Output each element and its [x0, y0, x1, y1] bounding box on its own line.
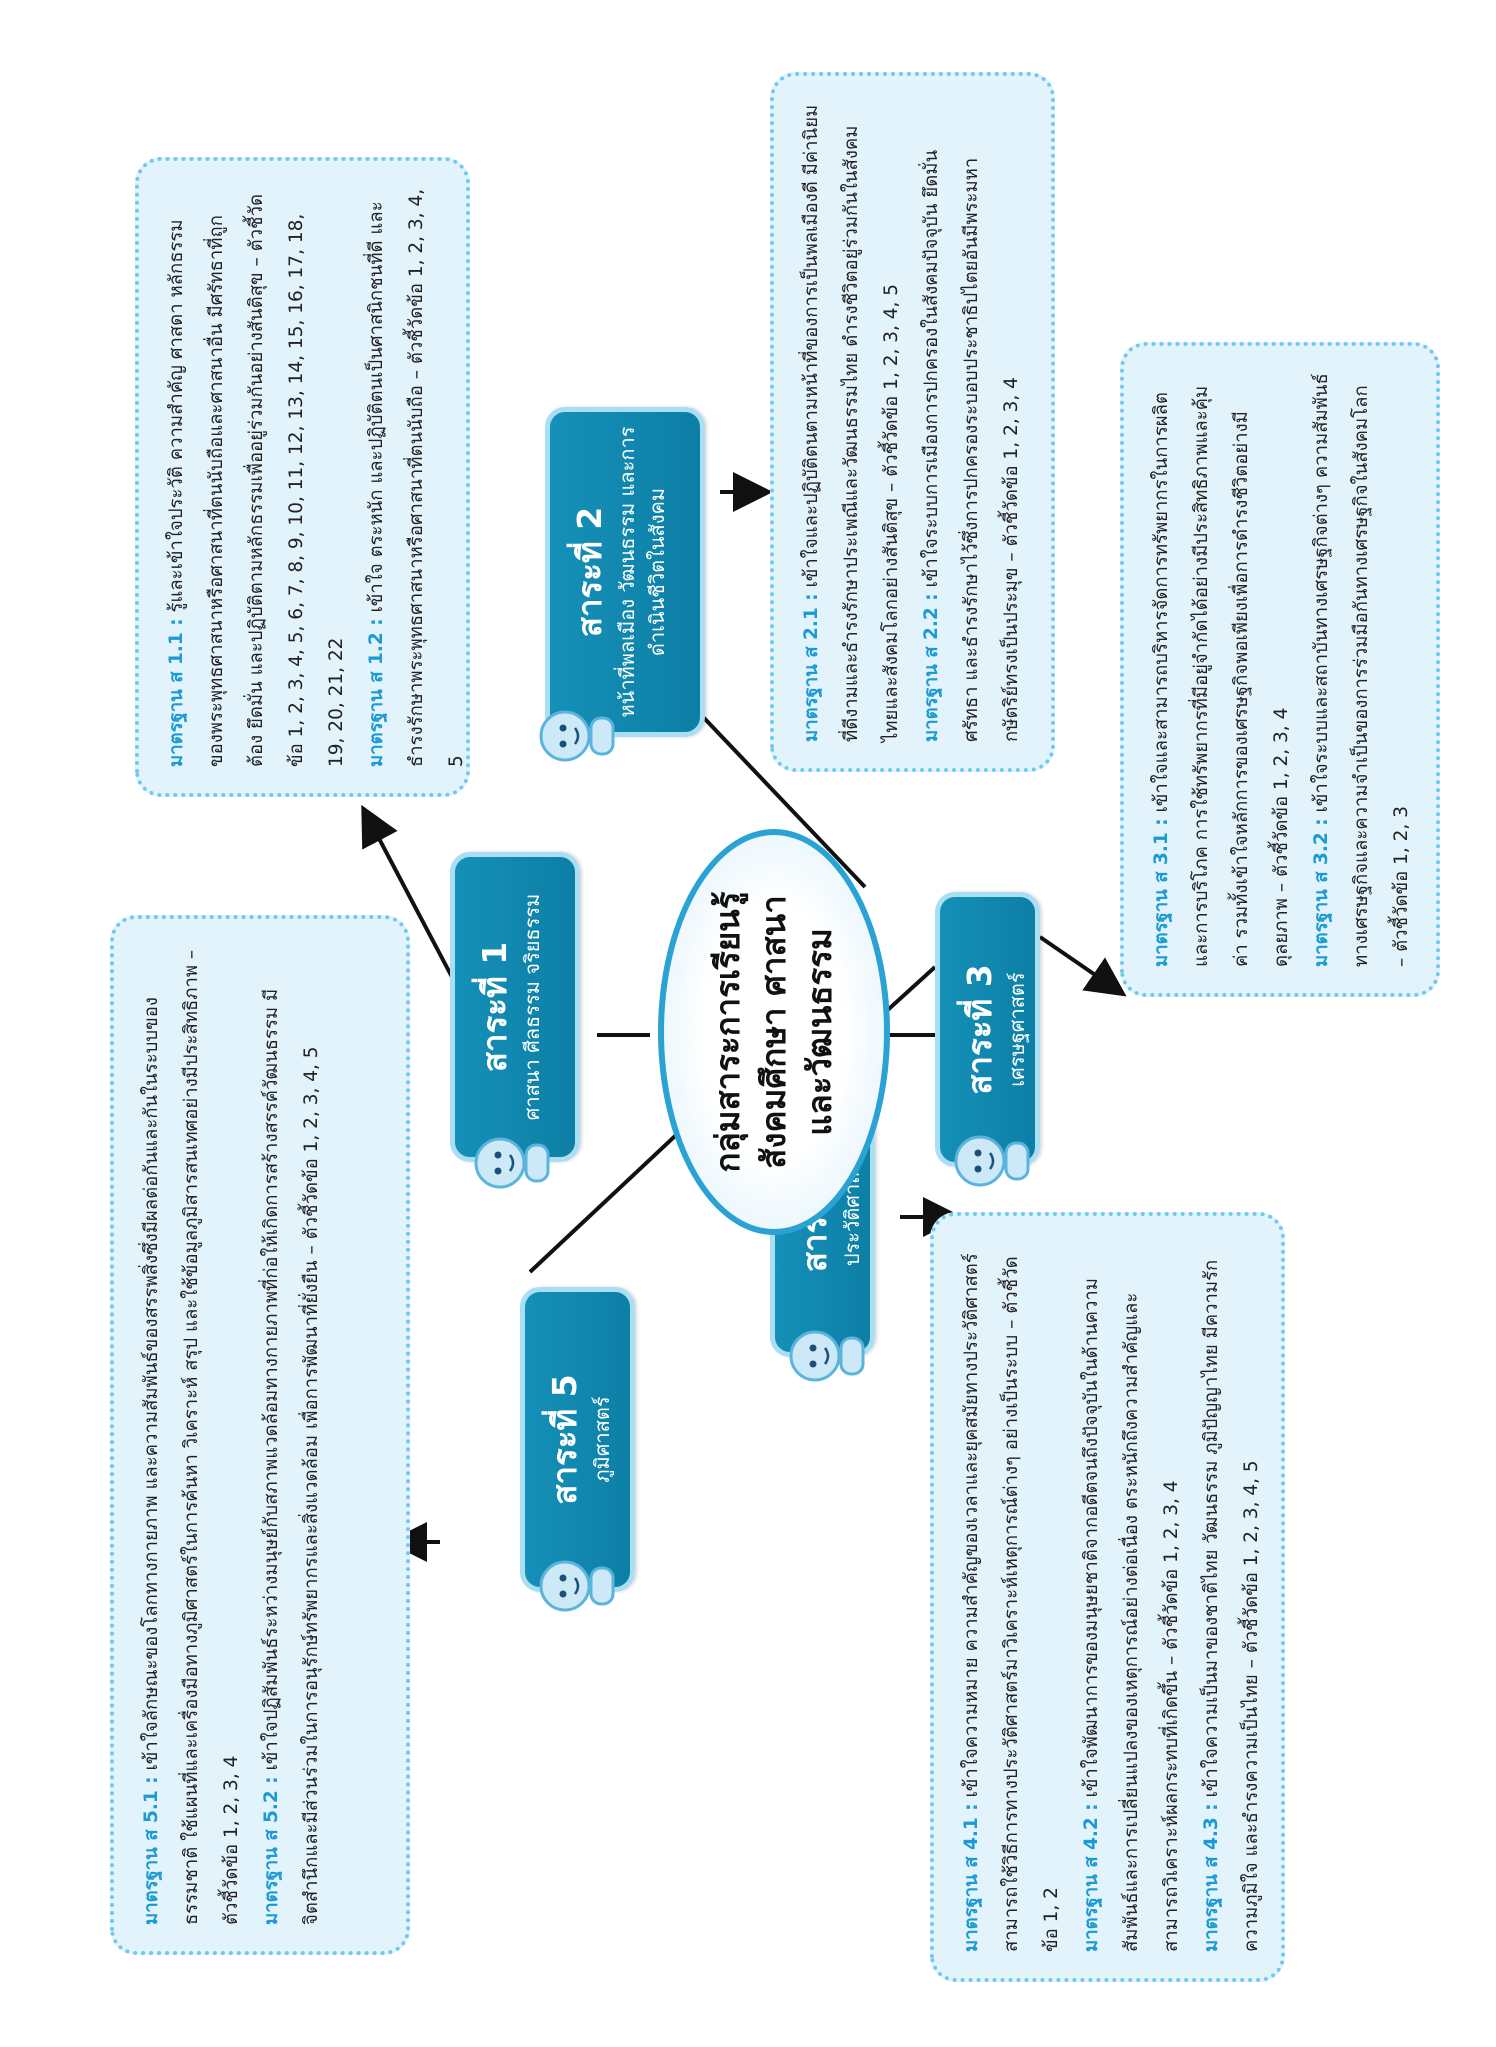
standard-1-2: มาตรฐาน ส 1.2 : เข้าใจ ตระหนัก และปฏิบัต…	[366, 188, 467, 767]
connector-s3-arrow	[1038, 935, 1127, 997]
strand-2-subtitle: หน้าที่พลเมือง วัฒนธรรม และการดำเนินชีวิ…	[615, 426, 669, 718]
standard-4-2: มาตรฐาน ส 4.2 : เข้าใจพัฒนาการของมนุษยชา…	[1081, 1278, 1182, 1952]
strand-5-title: สาระที่ 5	[545, 1374, 584, 1505]
mascot-icon	[789, 1330, 865, 1382]
center-title-ellipse: กลุ่มสาระการเรียนรู้ สังคมศึกษา ศาสนา แล…	[658, 829, 890, 1235]
standard-1-1: มาตรฐาน ส 1.1 : รู้และเข้าใจประวัติ ความ…	[166, 193, 347, 767]
standard-2-1: มาตรฐาน ส 2.1 : เข้าใจและปฏิบัติตนตามหน้…	[801, 104, 902, 742]
strand-3-title: สาระที่ 3	[960, 964, 999, 1095]
connector-s1-arrow	[361, 804, 454, 978]
connector-s5	[528, 1120, 692, 1274]
strand-3-subtitle: เศรษฐศาสตร์	[1005, 972, 1029, 1087]
standard-5-2: มาตรฐาน ส 5.2 : เข้าใจปฏิสัมพันธ์ระหว่าง…	[261, 988, 322, 1925]
standards-box-s5: มาตรฐาน ส 5.1 : เข้าใจลักษณะของโลกทางกาย…	[110, 915, 410, 1955]
standards-box-s2: มาตรฐาน ส 2.1 : เข้าใจและปฏิบัติตนตามหน้…	[770, 72, 1055, 772]
standards-box-s1: มาตรฐาน ส 1.1 : รู้และเข้าใจประวัติ ความ…	[135, 157, 470, 797]
mascot-icon	[954, 1135, 1030, 1187]
mascot-icon	[539, 1560, 615, 1612]
standard-5-1: มาตรฐาน ส 5.1 : เข้าใจลักษณะของโลกทางกาย…	[141, 949, 242, 1925]
mascot-icon	[474, 1137, 550, 1189]
standards-box-s3: มาตรฐาน ส 3.1 : เข้าใจและสามารถบริหารจัด…	[1120, 342, 1440, 997]
standard-4-1: มาตรฐาน ส 4.1 : เข้าใจความหมาย ความสำคัญ…	[961, 1253, 1062, 1952]
strand-2-title: สาระที่ 2	[570, 506, 609, 638]
standard-2-2: มาตรฐาน ส 2.2 : เข้าใจระบบการเมืองการปกค…	[921, 149, 1022, 742]
center-title-line-2: สังคมศึกษา ศาสนา	[754, 895, 793, 1169]
strand-1-box: สาระที่ 1 ศาสนา ศีลธรรม จริยธรรม	[450, 852, 580, 1162]
standard-3-2: มาตรฐาน ส 3.2 : เข้าใจระบบและสถาบันทางเศ…	[1311, 373, 1412, 967]
standard-4-3: มาตรฐาน ส 4.3 : เข้าใจความเป็นมาของชาติไ…	[1201, 1259, 1262, 1952]
center-title-line-1: กลุ่มสาระการเรียนรู้	[708, 891, 747, 1173]
center-title-line-3: และวัฒนธรรม	[800, 928, 839, 1136]
strand-5-box: สาระที่ 5 ภูมิศาสตร์	[520, 1287, 635, 1592]
strand-5-subtitle: ภูมิศาสตร์	[590, 1396, 614, 1483]
strand-1-title: สาระที่ 1	[475, 941, 514, 1073]
strand-1-subtitle: ศาสนา ศีลธรรม จริยธรรม	[520, 893, 544, 1121]
strand-2-box: สาระที่ 2 หน้าที่พลเมือง วัฒนธรรม และการ…	[545, 407, 705, 737]
standards-box-s4: มาตรฐาน ส 4.1 : เข้าใจความหมาย ความสำคัญ…	[930, 1212, 1285, 1982]
standard-3-1: มาตรฐาน ส 3.1 : เข้าใจและสามารถบริหารจัด…	[1151, 385, 1292, 967]
mascot-icon	[539, 710, 615, 762]
